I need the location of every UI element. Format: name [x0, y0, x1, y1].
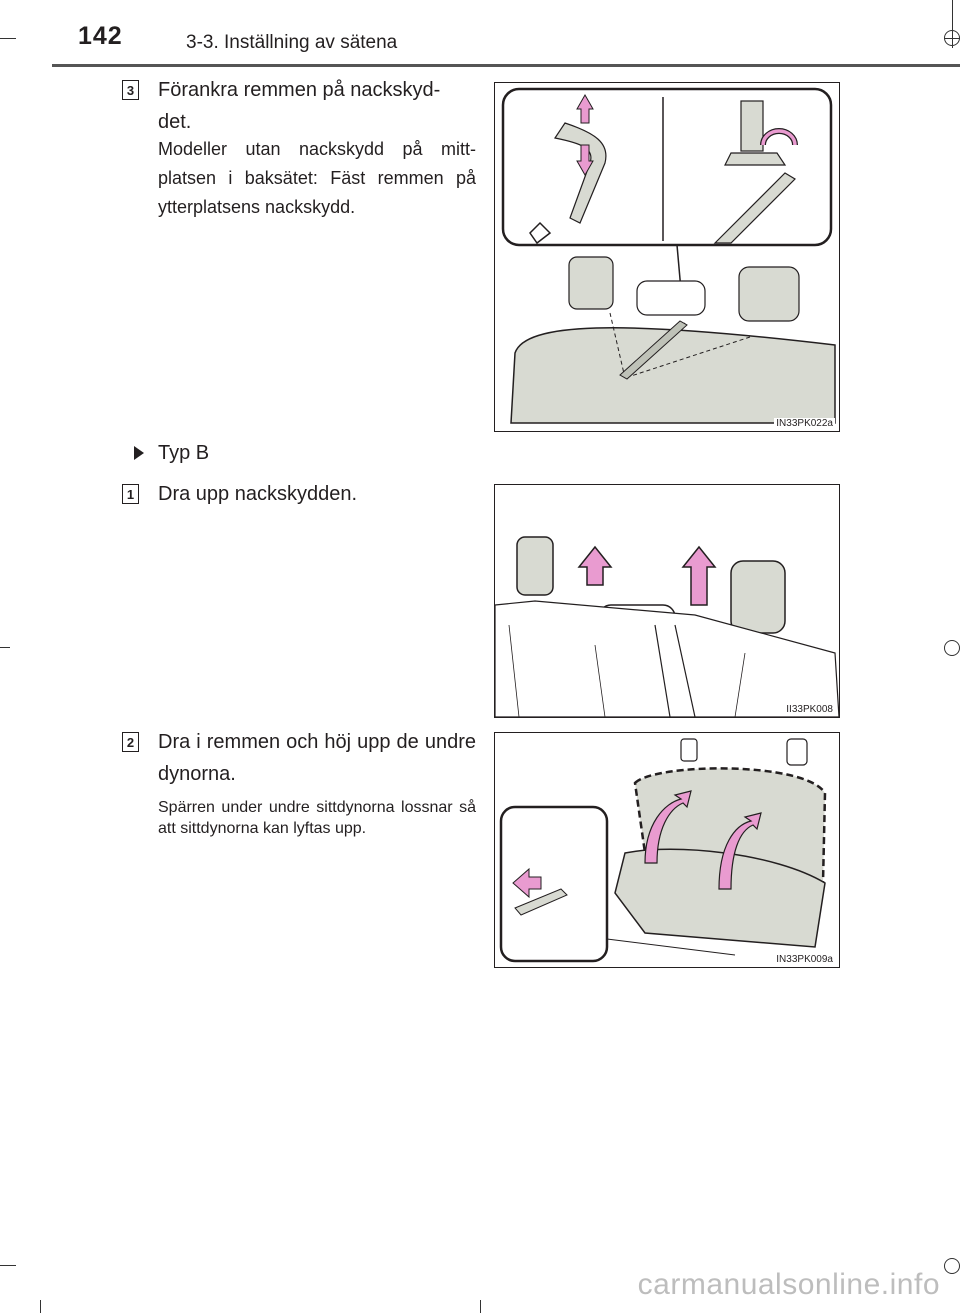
step-2-title: Dra i remmen och höj upp de undre dynorn… [158, 731, 476, 785]
registration-circle [944, 640, 960, 656]
seat-strap-illustration [501, 87, 836, 424]
crop-mark [40, 1300, 41, 1313]
header-rule [52, 64, 960, 67]
step-3-title-line: Förankra remmen på nackskyd- [158, 79, 441, 101]
crop-mark [0, 38, 16, 39]
figure-pull-up-headrests: II33PK008 [494, 484, 840, 718]
figure-anchor-strap: IN33PK022a [494, 82, 840, 432]
crop-mark [952, 0, 953, 48]
type-b-label: Typ B [158, 442, 210, 464]
step-3-title: Förankra remmen på nackskyd- det. [158, 74, 468, 138]
watermark: carmanualsonline.info [637, 1268, 940, 1301]
headrest-raise-illustration [495, 536, 839, 717]
cushion-lift-illustration [499, 738, 827, 963]
figure-code: II33PK008 [784, 704, 835, 715]
figure-lift-cushions: IN33PK009a [494, 732, 840, 968]
step-2-note: Spärren under undre sittdynorna lossnar … [158, 799, 476, 837]
step-badge-3: 3 [122, 80, 139, 100]
section-title: 3-3. Inställning av sätena [186, 32, 398, 53]
figure-code: IN33PK009a [774, 954, 835, 965]
crop-mark [480, 1300, 481, 1313]
step-badge-1: 1 [122, 484, 139, 504]
crop-mark [0, 647, 10, 648]
step-3-note: Modeller utan nackskydd på mitt-platsen … [158, 139, 476, 217]
step-badge-2: 2 [122, 732, 139, 752]
step-1-title: Dra upp nackskydden. [158, 483, 358, 505]
registration-circle [944, 1258, 960, 1274]
triangle-bullet-icon [134, 446, 144, 460]
step-3-title-line: det. [158, 111, 192, 133]
figure-code: IN33PK022a [774, 418, 835, 429]
registration-circle [944, 30, 960, 46]
page-number: 142 [78, 22, 123, 50]
crop-mark [0, 1265, 16, 1266]
